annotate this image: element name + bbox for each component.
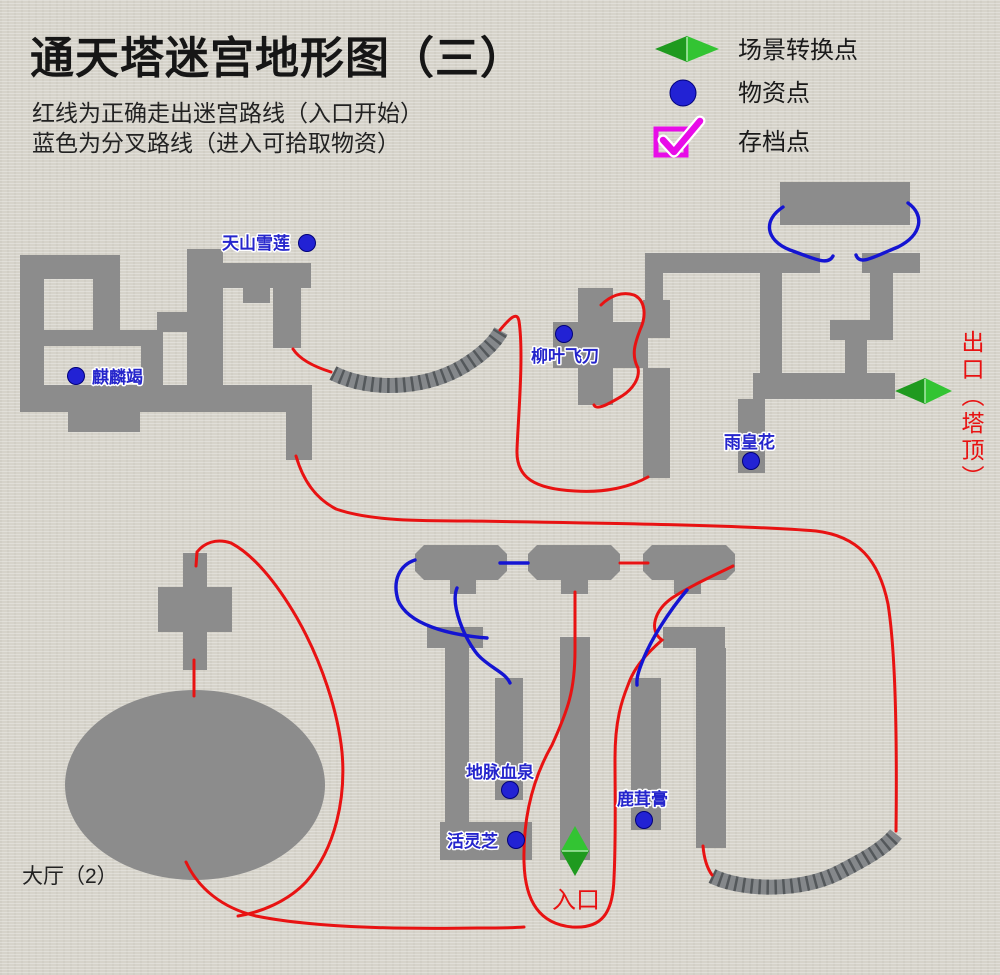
corridor-segment: [753, 373, 895, 399]
great-hall-ellipse: [65, 690, 325, 880]
entrance-diamond-top: [561, 826, 589, 851]
hall-label: 大厅（2）: [22, 865, 118, 888]
corridor-segment: [862, 253, 920, 273]
blue-route: [394, 201, 921, 687]
stair-bridge-bottom-right: [708, 829, 902, 895]
exit-label: 出口（塔顶）: [958, 330, 984, 492]
item-markers: 天山雪莲 麒麟竭 柳叶飞刀 雨皇花 地脉血泉 活灵芝 鹿茸膏: [67, 233, 777, 853]
page-title: 通天塔迷宫地形图（三）: [30, 34, 525, 83]
blue-route-segment: [394, 558, 489, 640]
save-point-icon-check: [659, 117, 704, 156]
exit-diamond-right: [925, 378, 952, 404]
legend-supply-point-label: 物资点: [738, 80, 810, 107]
legend: 场景转换点 物资点 存档点: [653, 36, 858, 158]
corridor-segment: [645, 253, 820, 273]
t-room: [643, 545, 735, 580]
exit-transition-marker[interactable]: [895, 378, 952, 404]
legend-scene-transition-label: 场景转换点: [738, 37, 858, 64]
red-route-segment: [498, 314, 650, 493]
corridor-segment: [68, 412, 140, 432]
red-route-segment: [701, 844, 714, 877]
corridor-segment: [157, 312, 189, 332]
subtitle-red-route: 红线为正确走出迷宫路线（入口开始）: [32, 100, 423, 126]
item-label-qilin-jie: 麒麟竭: [92, 367, 143, 387]
corridor-segment: [643, 368, 670, 478]
corridor-segment: [286, 392, 312, 460]
corridor-segment: [870, 273, 893, 320]
item-label-tianshan-xuelian: 天山雪莲: [222, 234, 290, 253]
stair-bridge-middle: [329, 327, 508, 393]
entrance-label: 入口: [552, 887, 600, 914]
t-room: [415, 545, 507, 580]
corridor-segment: [205, 263, 311, 288]
item-marker-liuye-feidao[interactable]: [555, 325, 573, 343]
item-label-lurong-gao: 鹿茸膏: [617, 789, 668, 809]
corridor-segment: [495, 678, 523, 800]
corridor-segment: [845, 340, 867, 375]
item-marker-qilin-jie[interactable]: [67, 367, 85, 385]
blue-route-segment: [635, 588, 689, 687]
corridor-segment: [830, 320, 893, 340]
corridor-segment: [43, 330, 163, 346]
red-route-segment: [522, 564, 735, 929]
item-label-huo-lingzhi: 活灵芝: [447, 831, 498, 851]
item-label-yuhuang-hua: 雨皇花: [724, 432, 775, 452]
item-label-dimai-xuequan: 地脉血泉: [466, 762, 535, 782]
corridor-segment: [445, 648, 469, 826]
item-marker-lurong-gao[interactable]: [635, 811, 653, 829]
corridor-segment: [780, 182, 910, 225]
legend-save-point-label: 存档点: [738, 129, 810, 156]
item-label-liuye-feidao: 柳叶飞刀: [531, 346, 599, 366]
entrance-transition-marker[interactable]: [561, 826, 589, 876]
red-route-segment: [291, 347, 333, 374]
corridor-segment: [561, 580, 588, 594]
red-route: [184, 292, 898, 930]
item-marker-tianshan-xuelian[interactable]: [298, 234, 316, 252]
corridor-segment: [674, 580, 701, 594]
corridor-segment: [450, 580, 476, 594]
corridor-segment: [273, 288, 301, 348]
red-route-segment: [194, 539, 233, 568]
subtitle-blue-route: 蓝色为分叉路线（进入可拾取物资）: [32, 130, 400, 156]
corridor-segment: [20, 255, 44, 395]
item-marker-dimai-xuequan[interactable]: [501, 781, 519, 799]
blue-route-segment: [854, 201, 921, 262]
item-marker-yuhuang-hua[interactable]: [742, 452, 760, 470]
supply-point-icon: [669, 79, 697, 107]
t-room: [528, 545, 620, 580]
corridor-segment: [20, 385, 312, 412]
corridor-segment: [645, 273, 663, 337]
corridor-segment: [243, 288, 270, 303]
corridor-segment: [760, 273, 782, 375]
scene-transition-icon-right: [687, 36, 719, 62]
red-route-segment: [294, 454, 898, 833]
entrance-diamond-bottom: [561, 851, 589, 876]
corridor-segment: [93, 279, 120, 332]
item-marker-huo-lingzhi[interactable]: [507, 831, 525, 849]
exit-diamond-left: [895, 378, 925, 404]
red-route-segment: [184, 860, 526, 930]
corridor-segment: [631, 678, 661, 830]
blue-route-segment: [767, 205, 835, 263]
blue-route-segment: [453, 586, 512, 685]
red-route-segment: [229, 541, 345, 918]
corridor-segment: [141, 346, 163, 388]
corridor-segment: [696, 648, 726, 848]
corridor-segment: [158, 587, 232, 632]
scene-transition-icon: [655, 36, 719, 62]
corridor-segment: [663, 627, 725, 648]
red-route-segment: [592, 292, 646, 409]
save-point-icon: [653, 115, 706, 158]
scene-transition-icon-left: [655, 36, 687, 62]
